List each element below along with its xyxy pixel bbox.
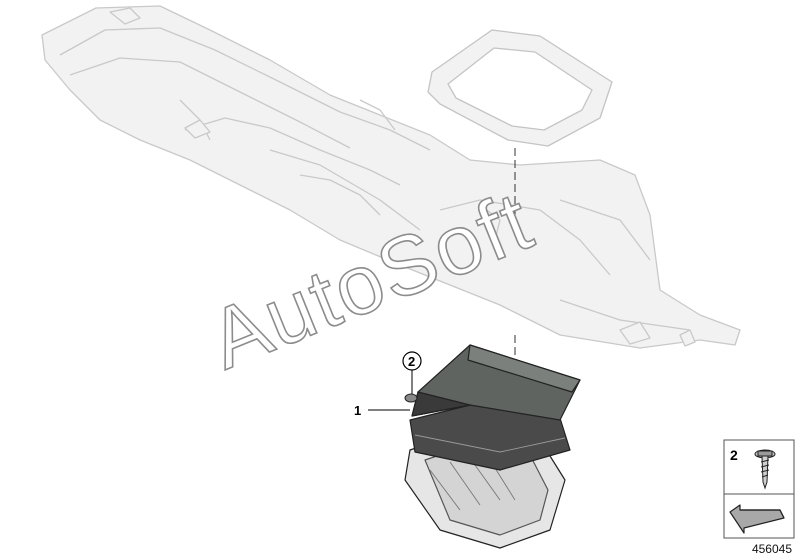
legend-arrow-icon	[729, 504, 785, 534]
legend-screw-icon	[754, 449, 776, 490]
parts-legend: 2	[723, 439, 795, 539]
callout-1: 1	[354, 403, 410, 418]
callout-2: 2	[402, 351, 422, 394]
callout-1-label: 1	[354, 403, 361, 418]
document-number: 456045	[751, 542, 792, 556]
legend-item-label: 2	[730, 447, 738, 463]
callout-2-label: 2	[408, 354, 415, 369]
screw-icon	[404, 393, 418, 403]
trim-frame	[427, 29, 613, 147]
display-unit	[404, 344, 581, 549]
dashboard-panel	[41, 5, 741, 349]
